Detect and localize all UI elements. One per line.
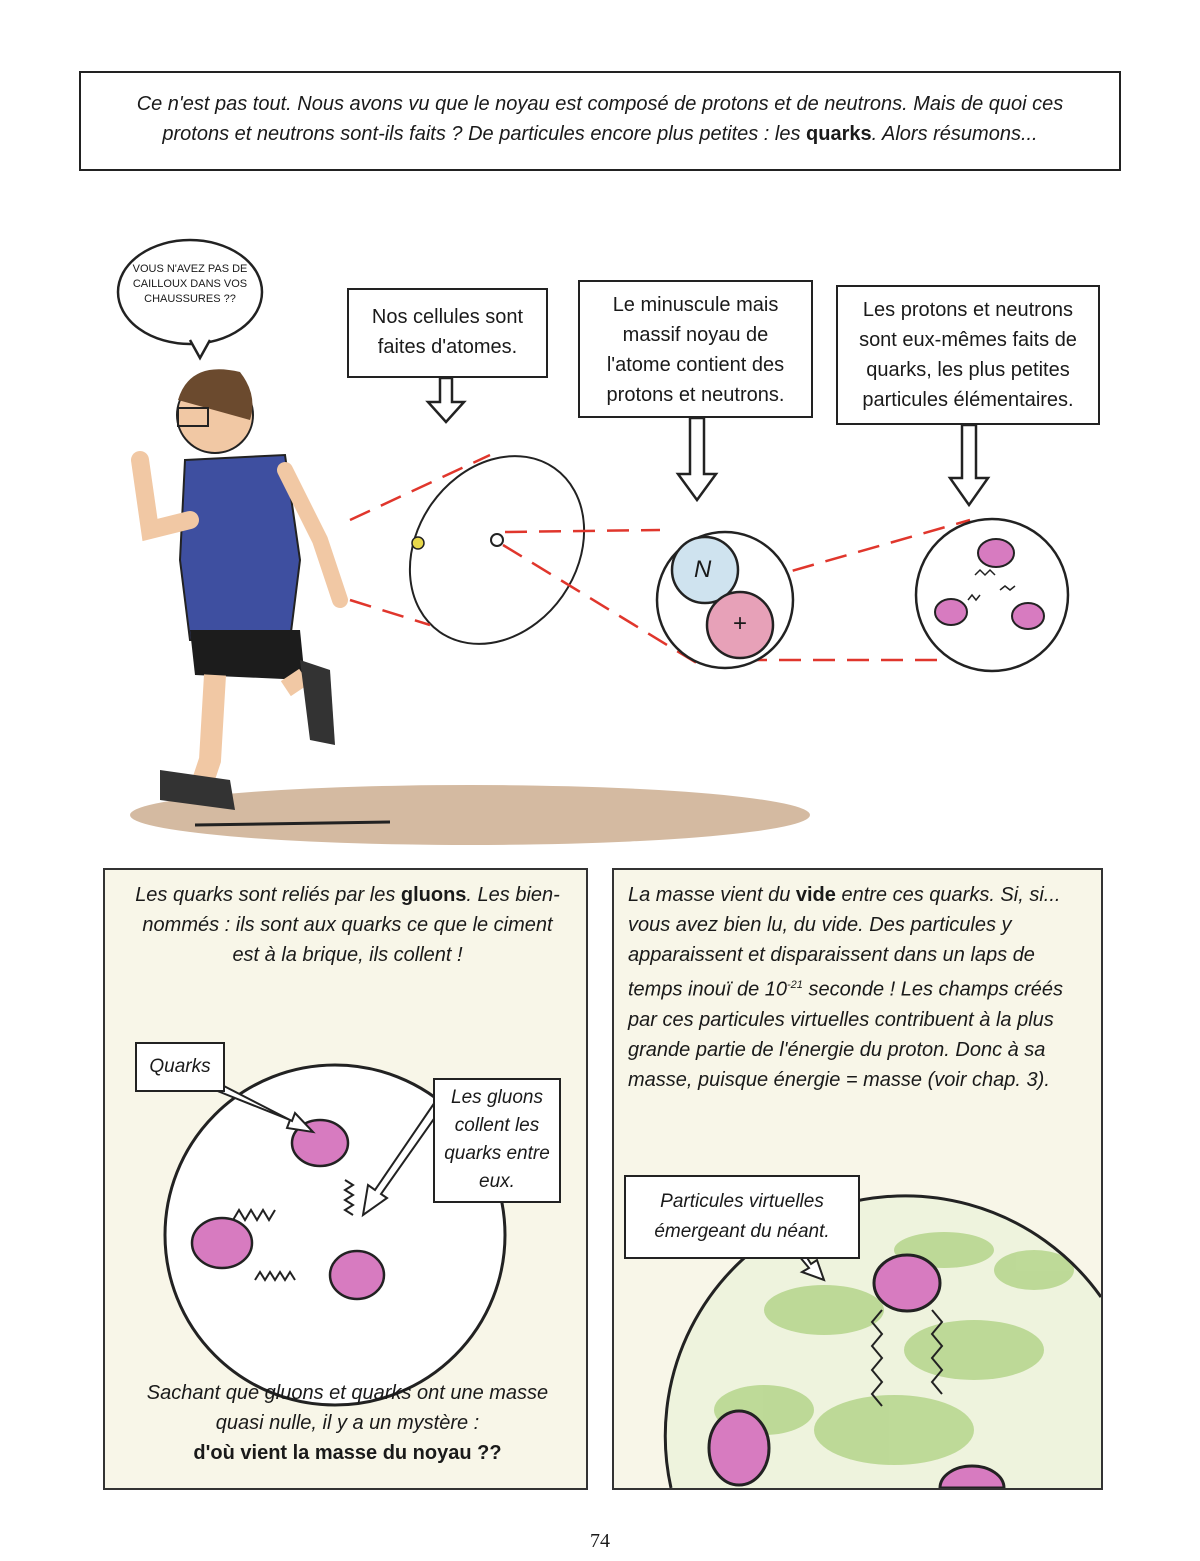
text: Les quarks sont reliés par les bbox=[135, 884, 401, 906]
text: Sachant que gluons et quarks ont une mas… bbox=[146, 1382, 549, 1434]
neutron-label: N bbox=[694, 556, 712, 583]
text: seconde ! Les champs créés par ces parti… bbox=[628, 978, 1064, 1091]
bold-text: d'où vient la masse du noyau ?? bbox=[193, 1442, 502, 1464]
label-quarks: Quarks bbox=[135, 1042, 225, 1092]
exponent: -21 bbox=[787, 979, 803, 991]
label-virtual-particles: Particules virtuelles émergeant du néant… bbox=[624, 1175, 860, 1259]
vacuum-diagram bbox=[663, 1194, 1101, 1488]
caption-cells: Nos cellules sont faites d'atomes. bbox=[347, 288, 548, 378]
proton bbox=[705, 590, 775, 660]
right-panel: La masse vient du vide entre ces quarks.… bbox=[612, 868, 1103, 1490]
gluon-diagram bbox=[163, 1063, 507, 1407]
atom-nucleus bbox=[490, 533, 504, 547]
text: . Les bien-nommés : ils sont aux quarks … bbox=[142, 884, 560, 966]
intro-bold: quarks bbox=[806, 123, 872, 145]
caption-quarks: Les protons et neutrons sont eux-mêmes f… bbox=[836, 285, 1100, 425]
electron bbox=[411, 536, 425, 550]
bold-text: gluons bbox=[400, 884, 467, 906]
intro-text-end: . Alors résumons... bbox=[871, 123, 1038, 145]
intro-caption: Ce n'est pas tout. Nous avons vu que le … bbox=[79, 71, 1121, 171]
ground-shadow bbox=[130, 785, 810, 845]
speech-bubble: VOUS N'AVEZ PAS DE CAILLOUX DANS VOS CHA… bbox=[132, 263, 248, 305]
atom-orbit bbox=[408, 455, 586, 645]
proton-zoom-circle bbox=[914, 517, 1070, 673]
intro-text: Ce n'est pas tout. Nous avons vu que le … bbox=[136, 93, 1064, 145]
bold-text: vide bbox=[795, 884, 836, 906]
illustration bbox=[116, 238, 1070, 845]
arrow-down-icon bbox=[675, 416, 719, 503]
left-panel-intro: Les quarks sont reliés par les gluons. L… bbox=[135, 880, 560, 970]
text: La masse vient du bbox=[628, 884, 796, 906]
proton-label: + bbox=[733, 610, 748, 637]
arrow-down-icon bbox=[425, 376, 467, 424]
runner-figure bbox=[131, 369, 391, 827]
arrow-down-icon bbox=[947, 423, 991, 508]
neutron bbox=[670, 535, 740, 605]
caption-nucleus: Le minuscule mais massif noyau de l'atom… bbox=[578, 280, 813, 418]
left-panel-outro: Sachant que gluons et quarks ont une mas… bbox=[135, 1378, 560, 1468]
text: entre ces quarks. Si, si... vous avez bi… bbox=[628, 884, 1061, 1001]
speech-bubble-shape bbox=[116, 238, 264, 346]
page-number: 74 bbox=[590, 1530, 610, 1552]
right-panel-text: La masse vient du vide entre ces quarks.… bbox=[628, 880, 1093, 1095]
label-gluons: Les gluons collent les quarks entre eux. bbox=[433, 1078, 561, 1203]
left-panel: Les quarks sont reliés par les gluons. L… bbox=[103, 868, 588, 1490]
